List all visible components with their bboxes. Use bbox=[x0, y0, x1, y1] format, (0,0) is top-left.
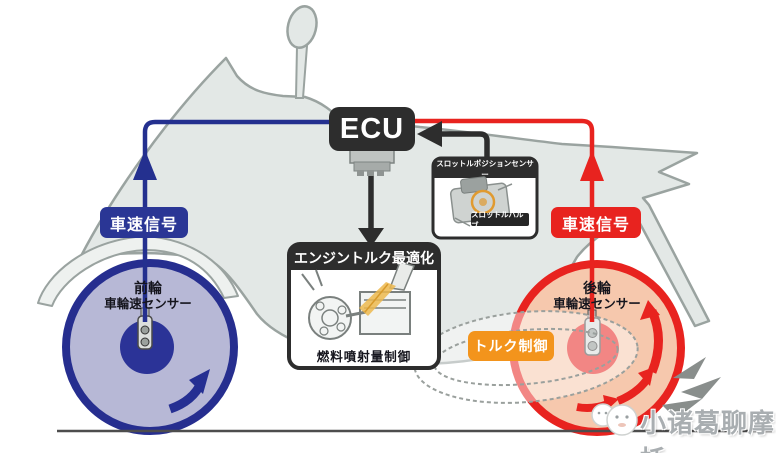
rear-wheel-caption-line1: 後輪 bbox=[583, 280, 611, 296]
engine-illustration bbox=[301, 261, 416, 340]
front-signal-line bbox=[133, 119, 329, 322]
rear-wheel-caption-line2: 車輪速センサー bbox=[553, 296, 641, 311]
front-wheel-caption: 前輪 車輪速センサー bbox=[78, 280, 218, 312]
mirror-icon bbox=[286, 5, 318, 99]
fuel-injection-label: 燃料噴射量制御 bbox=[316, 350, 412, 364]
engine-torque-box bbox=[287, 242, 441, 370]
ecu-connector-icon bbox=[349, 147, 395, 176]
throttle-sensor-header: スロットルポジションセンサー bbox=[436, 158, 534, 179]
ecu-label: ECU bbox=[339, 112, 405, 145]
torque-control-label: トルク制御 bbox=[468, 331, 554, 361]
front-wheel-caption-line2: 車輪速センサー bbox=[104, 296, 192, 311]
engine-torque-header: エンジントルク最適化 bbox=[294, 249, 434, 266]
watermark-emoji-icon bbox=[591, 403, 638, 436]
front-hub-sensor-icon bbox=[137, 307, 153, 350]
rear-signal-arrowhead bbox=[580, 150, 604, 181]
throttle-to-ecu-arrow bbox=[417, 121, 490, 160]
front-wheel-icon bbox=[62, 259, 238, 435]
ecu-down-arrow bbox=[358, 175, 384, 247]
throttle-valve-label: スロットルバルブ bbox=[471, 210, 529, 230]
front-fender bbox=[37, 235, 239, 307]
front-wheel-caption-line1: 前輪 bbox=[134, 280, 162, 296]
ecu-box bbox=[329, 107, 415, 151]
watermark-text: 小诸葛聊摩托 bbox=[640, 408, 776, 453]
skid-marks-icon bbox=[662, 357, 721, 419]
rear-signal-line bbox=[414, 118, 604, 322]
rear-wheel-caption: 後輪 車輪速センサー bbox=[527, 280, 667, 312]
front-signal-arrowhead bbox=[133, 150, 157, 180]
front-speed-signal-label: 車速信号 bbox=[100, 207, 188, 238]
rear-speed-signal-label: 車速信号 bbox=[551, 207, 641, 238]
front-rotation-arrowhead bbox=[189, 369, 210, 394]
